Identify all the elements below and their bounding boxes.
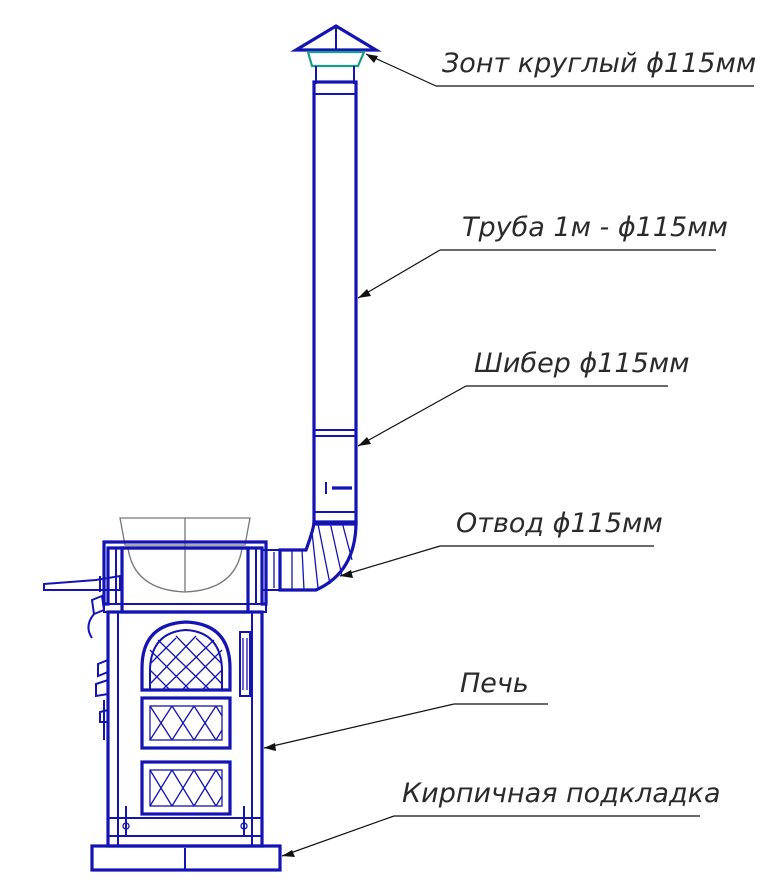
stove	[43, 517, 268, 848]
label-base: Кирпичная подкладка	[402, 778, 721, 809]
label-elbow: Отвод ϕ115мм	[456, 508, 663, 539]
leader-lines	[263, 53, 754, 857]
stove-feet	[122, 806, 248, 836]
label-stove: Печь	[460, 668, 529, 699]
labels: Зонт круглый ϕ115мм Труба 1м - ϕ115мм Ши…	[402, 48, 756, 809]
brick-base	[90, 844, 282, 872]
stove-top-tank	[119, 517, 251, 614]
chimney-cap	[290, 24, 382, 84]
label-damper: Шибер ϕ115мм	[474, 348, 690, 379]
stove-side-latches	[87, 594, 109, 740]
stove-handle	[43, 574, 121, 592]
label-pipe: Труба 1м - ϕ115мм	[462, 212, 728, 243]
stove-grille	[140, 620, 232, 816]
stove-side-vent	[239, 631, 251, 697]
damper	[325, 482, 352, 494]
label-cap: Зонт круглый ϕ115мм	[442, 48, 756, 79]
flue-elbow	[261, 520, 358, 592]
chimney-pipe	[312, 80, 358, 526]
